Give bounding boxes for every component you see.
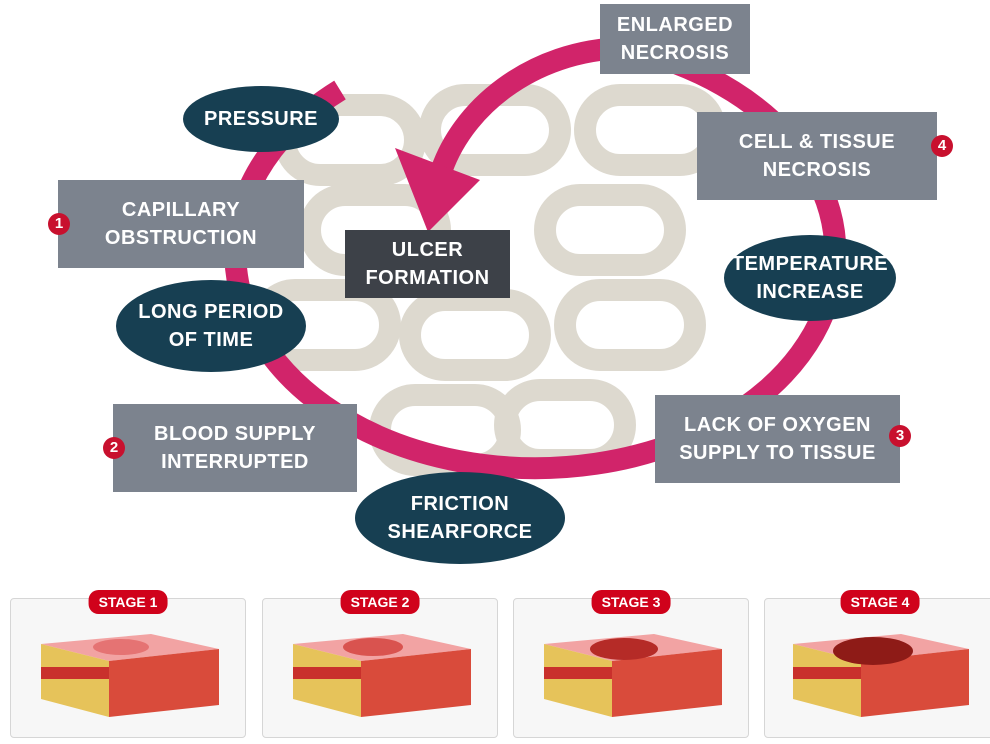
step-4-badge: 4 xyxy=(931,135,953,157)
pressure-oval: Pressure xyxy=(183,86,339,152)
stage-4-tissue-illustration xyxy=(765,599,990,739)
long-period-oval: Long Period of Time xyxy=(116,280,306,372)
stage-1-tissue-illustration xyxy=(11,599,247,739)
temperature-increase-oval: Temperature Increase xyxy=(724,235,896,321)
lack-of-oxygen-box: Lack of Oxygen Supply to Tissue xyxy=(655,395,900,483)
stage-2-panel xyxy=(262,598,498,738)
pressure-ulcer-cycle-diagram: Enlarged Necrosis Cell & Tissue Necrosis… xyxy=(0,0,990,590)
cell-tissue-necrosis-box: Cell & Tissue Necrosis xyxy=(697,112,937,200)
stage-1-label: Stage 1 xyxy=(89,590,168,614)
stage-3-panel xyxy=(513,598,749,738)
stage-4-label: Stage 4 xyxy=(841,590,920,614)
enlarged-necrosis-box: Enlarged Necrosis xyxy=(600,4,750,74)
stage-3-tissue-illustration xyxy=(514,599,750,739)
step-1-badge: 1 xyxy=(48,213,70,235)
stage-2-tissue-illustration xyxy=(263,599,499,739)
step-2-badge: 2 xyxy=(103,437,125,459)
step-3-badge: 3 xyxy=(889,425,911,447)
blood-supply-interrupted-box: Blood Supply Interrupted xyxy=(113,404,357,492)
friction-shearforce-oval: Friction Shearforce xyxy=(355,472,565,564)
stage-4-panel xyxy=(764,598,990,738)
stage-1-panel xyxy=(10,598,246,738)
capillary-obstruction-box: Capillary Obstruction xyxy=(58,180,304,268)
stage-3-label: Stage 3 xyxy=(592,590,671,614)
ulcer-formation-box: Ulcer Formation xyxy=(345,230,510,298)
stage-2-label: Stage 2 xyxy=(341,590,420,614)
